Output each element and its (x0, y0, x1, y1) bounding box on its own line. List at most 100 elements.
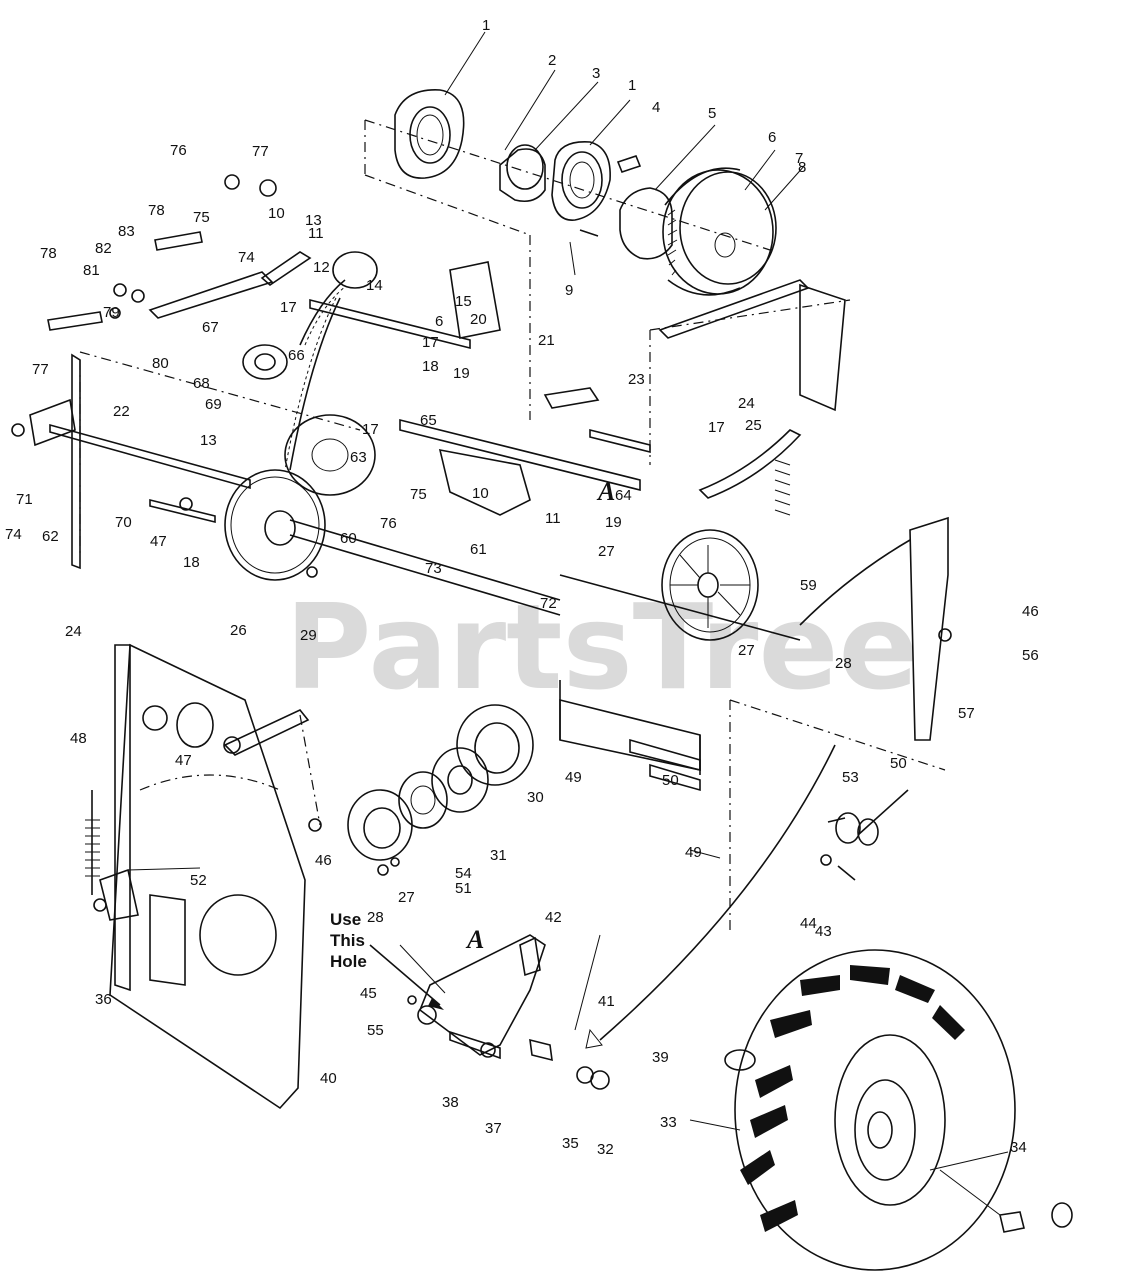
part-number-label: 49 (685, 844, 702, 861)
part-number-label: 76 (170, 142, 187, 159)
part-number-label: 37 (485, 1120, 502, 1137)
part-number-label: 2 (548, 52, 556, 69)
part-number-label: 21 (538, 332, 555, 349)
bearing-stack (347, 704, 534, 876)
part-number-label: 45 (360, 985, 377, 1002)
part-number-label: 77 (252, 143, 269, 160)
part-number-label: 13 (305, 212, 322, 229)
part-number-label: 47 (175, 752, 192, 769)
part-number-label: 27 (738, 642, 755, 659)
part-number-label: 13 (200, 432, 217, 449)
use-this-hole-callout: Use This Hole (330, 910, 444, 1010)
part-number-label: 32 (597, 1141, 614, 1158)
part-number-label: 38 (442, 1094, 459, 1111)
part-number-label: 11 (308, 225, 324, 242)
part-number-label: 17 (708, 419, 725, 436)
part-number-label: 18 (183, 554, 200, 571)
part-number-label: 28 (835, 655, 852, 672)
shift-bracket (407, 934, 610, 1090)
part-number-label: 41 (598, 993, 615, 1010)
part-number-label: 78 (148, 202, 165, 219)
large-sprocket (224, 469, 561, 616)
part-number-label: 50 (890, 755, 907, 772)
part-number-label: 9 (565, 282, 573, 299)
part-number-label: 69 (205, 396, 222, 413)
part-number-label: 24 (65, 623, 82, 640)
part-number-label: 53 (842, 769, 859, 786)
part-number-label: 1 (482, 17, 490, 34)
part-number-label: 43 (815, 923, 832, 940)
part-number-label: 10 (472, 485, 489, 502)
part-number-label: 20 (470, 311, 487, 328)
part-number-label: 7 (795, 150, 803, 167)
part-number-label: 24 (738, 395, 755, 412)
left-side-plate (85, 643, 322, 1110)
part-number-label: 46 (1022, 603, 1039, 620)
part-number-label: 78 (40, 245, 57, 262)
part-number-label: 80 (152, 355, 169, 372)
part-number-label: 77 (32, 361, 49, 378)
part-number-label: 35 (562, 1135, 579, 1152)
part-number-label: 19 (453, 365, 470, 382)
friction-wheel (559, 529, 801, 641)
shaft-housing (559, 680, 701, 792)
part-number-label: 63 (350, 449, 367, 466)
part-number-label: 49 (565, 769, 582, 786)
part-number-label: 73 (425, 560, 442, 577)
part-number-label: 23 (628, 371, 645, 388)
part-number-label: 33 (660, 1114, 677, 1131)
part-number-label: 55 (367, 1022, 384, 1039)
right-side-panel (729, 516, 949, 930)
part-number-label: 18 (422, 358, 439, 375)
part-number-label: 52 (190, 872, 207, 889)
callout-line-3: Hole (330, 952, 367, 971)
pulley-assembly (364, 89, 777, 420)
part-number-label: 11 (545, 510, 561, 527)
part-number-label: 57 (958, 705, 975, 722)
part-number-label: 75 (193, 209, 210, 226)
part-number-label: 54 (455, 865, 472, 882)
part-number-label: 19 (605, 514, 622, 531)
part-number-label: 70 (115, 514, 132, 531)
part-number-label: 68 (193, 375, 210, 392)
part-number-label: 14 (366, 277, 383, 294)
section-letter-a-lower: A (465, 925, 484, 954)
part-number-label: 66 (288, 347, 305, 364)
part-number-label: 71 (16, 491, 33, 508)
part-number-label: 42 (545, 909, 562, 926)
part-number-label: 47 (150, 533, 167, 550)
part-number-label: 50 (662, 772, 679, 789)
part-number-label: 82 (95, 240, 112, 257)
part-number-label: 39 (652, 1049, 669, 1066)
part-number-label: 25 (745, 417, 762, 434)
part-number-label: 26 (230, 622, 247, 639)
part-number-label: 60 (340, 530, 357, 547)
part-number-label: 75 (410, 486, 427, 503)
part-number-label: 81 (83, 262, 100, 279)
leader-lines (127, 31, 1009, 1171)
part-number-label: 30 (527, 789, 544, 806)
part-number-label: 79 (103, 304, 120, 321)
part-number-label: 74 (238, 249, 255, 266)
part-number-label: 10 (268, 205, 285, 222)
part-number-label: 15 (455, 293, 472, 310)
part-number-label: 64 (615, 487, 632, 504)
part-number-label: 65 (420, 412, 437, 429)
part-number-label: 74 (5, 526, 22, 543)
linkage-assembly (47, 174, 651, 516)
part-number-label: 29 (300, 627, 317, 644)
linkage-rod (599, 744, 836, 1041)
part-number-label: 6 (768, 129, 776, 146)
shift-linkage (649, 279, 851, 516)
part-number-label: 12 (313, 259, 330, 276)
part-number-label: 27 (598, 543, 615, 560)
part-number-label: 67 (202, 319, 219, 336)
part-number-label: 83 (118, 223, 135, 240)
axle-parts (820, 628, 952, 881)
part-number-label: 59 (800, 577, 817, 594)
part-number-label: 17 (422, 334, 439, 351)
part-number-label: 3 (592, 65, 600, 82)
section-letter-a-upper: A (596, 477, 615, 506)
